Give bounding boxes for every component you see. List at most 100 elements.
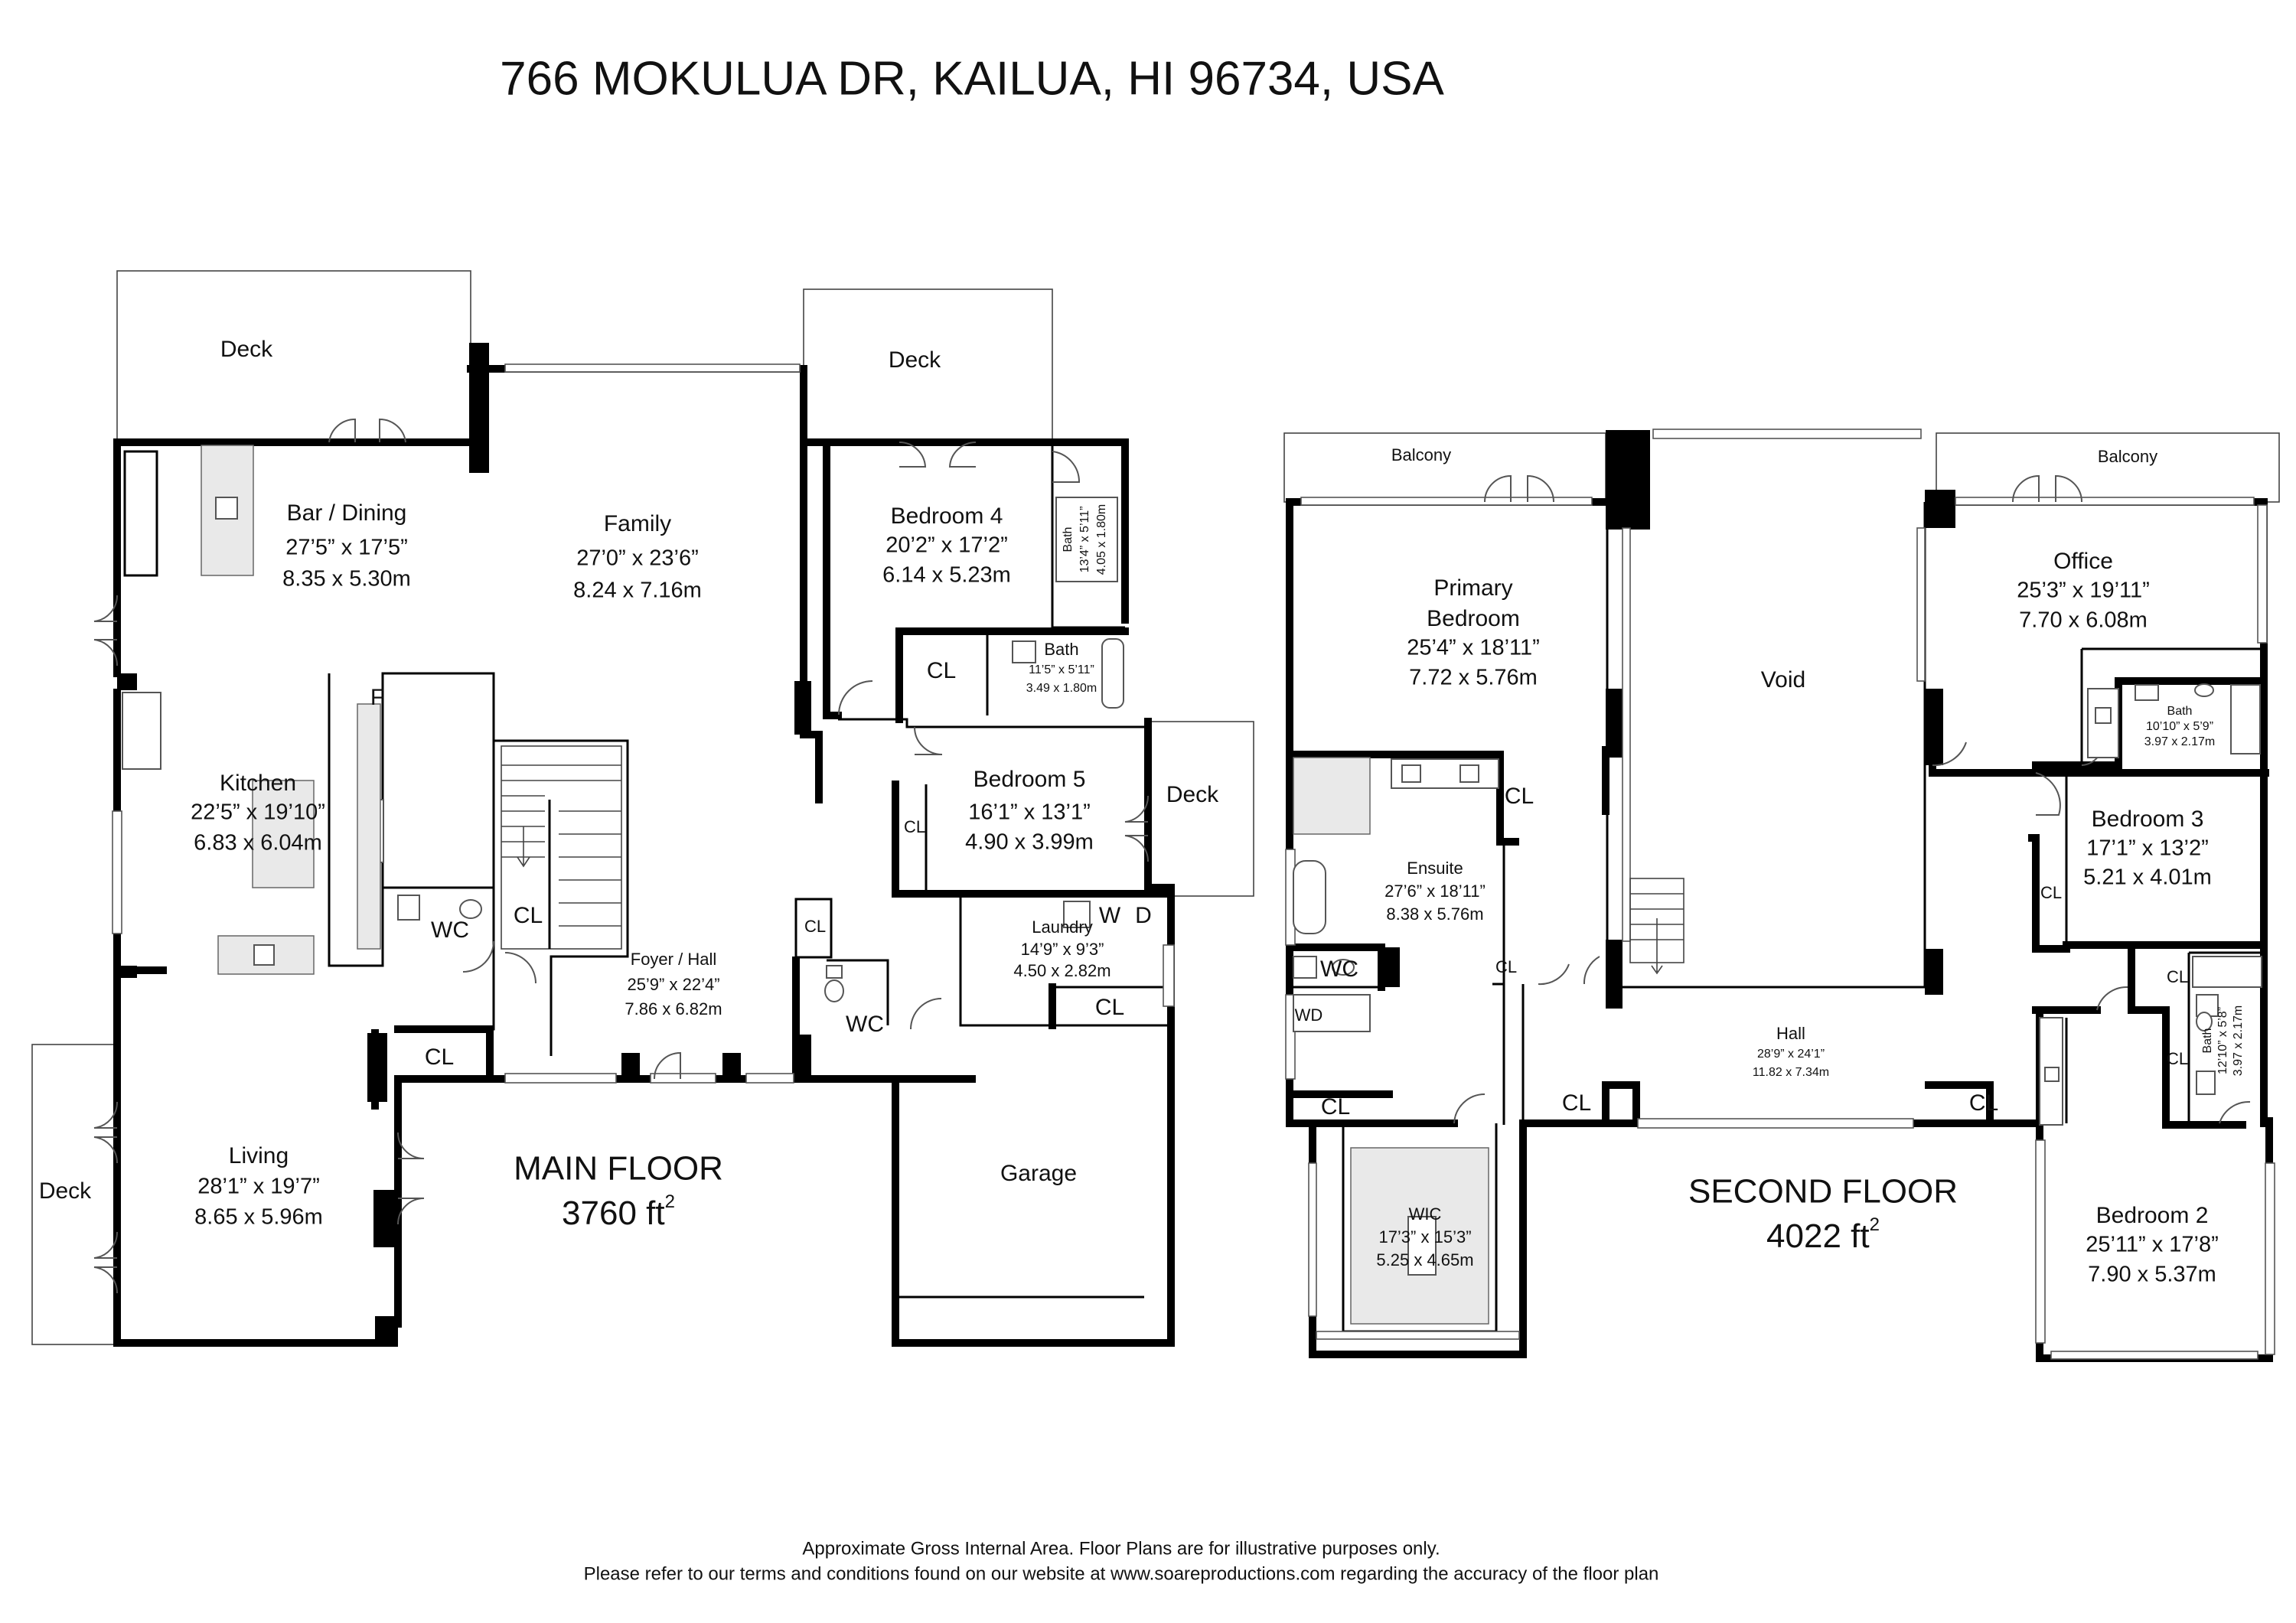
room-dim-imperial: 25’4” x 18’11” xyxy=(1407,636,1540,660)
bath-bedroom4-label: Bath 13’4” x 5’11” 4.05 x 1.80m xyxy=(1062,504,1108,575)
second-floor-area: 4022 ft2 xyxy=(1766,1214,1880,1254)
room-dim-metric: 7.70 x 6.08m xyxy=(2019,608,2148,633)
room-dim-metric: 8.35 x 5.30m xyxy=(282,567,411,592)
closet-label: CL xyxy=(1095,995,1124,1020)
room-dim-metric: 5.21 x 4.01m xyxy=(2083,865,2212,890)
room-dim-metric: 4.90 x 3.99m xyxy=(965,830,1094,855)
closet-label: CL xyxy=(1969,1090,1998,1116)
closet-label: CL xyxy=(2167,967,2188,986)
room-name-bedroom3: Bedroom 3 xyxy=(2092,807,2204,832)
svg-text:13’4” x 5’11”: 13’4” x 5’11” xyxy=(1078,507,1091,573)
main-floor-walls xyxy=(113,362,1175,1347)
disclaimer-line-1: Approximate Gross Internal Area. Floor P… xyxy=(802,1538,1440,1559)
room-dim-imperial: 27’6” x 18’11” xyxy=(1384,882,1486,901)
deck-label: Deck xyxy=(889,347,941,373)
room-name-laundry: Laundry xyxy=(1032,917,1093,937)
wc-label: WC xyxy=(1320,957,1358,982)
fridge-label: F xyxy=(370,685,384,710)
room-name-garage: Garage xyxy=(1000,1161,1077,1186)
washer-label: W xyxy=(1099,903,1121,928)
room-dim-metric: 7.90 x 5.37m xyxy=(2088,1263,2216,1287)
room-name-bedroom5: Bedroom 5 xyxy=(974,767,1086,792)
svg-text:Bath: Bath xyxy=(2201,1028,2214,1054)
balcony-outline-right xyxy=(1936,432,2280,503)
deck-label: Deck xyxy=(220,337,273,362)
room-dim-metric: 7.72 x 5.76m xyxy=(1409,666,1538,690)
closet-label: CL xyxy=(1505,784,1534,809)
property-address: 766 MOKULUA DR, KAILUA, HI 96734, USA xyxy=(500,52,1444,105)
room-dim-metric: 11.82 x 7.34m xyxy=(1753,1066,1829,1079)
room-dim-imperial: 28’1” x 19’7” xyxy=(197,1175,320,1199)
room-name-office: Office xyxy=(2053,549,2113,574)
room-name-foyer-hall: Foyer / Hall xyxy=(631,950,716,969)
disclaimer-line-2: Please refer to our terms and conditions… xyxy=(584,1563,1659,1584)
dryer-label: D xyxy=(1135,903,1152,928)
closet-label: CL xyxy=(514,903,543,928)
room-name-bedroom2: Bedroom 2 xyxy=(2096,1203,2209,1228)
room-dim-imperial: 25’9” x 22’4” xyxy=(627,975,719,994)
room-dim-metric: 5.25 x 4.65m xyxy=(1376,1250,1473,1269)
room-name-living: Living xyxy=(229,1143,289,1168)
room-name-bedroom4: Bedroom 4 xyxy=(891,504,1003,529)
room-name-bar-dining: Bar / Dining xyxy=(287,500,407,526)
closet-label: CL xyxy=(1321,1094,1350,1119)
washer-dryer-label: WD xyxy=(1295,1005,1323,1025)
room-dim-metric: 8.38 x 5.76m xyxy=(1386,904,1483,924)
room-dim-imperial: 17’3” x 15’3” xyxy=(1378,1227,1471,1247)
main-stairs xyxy=(501,745,622,950)
room-name-ensuite: Ensuite xyxy=(1407,859,1463,878)
room-name-kitchen: Kitchen xyxy=(220,771,296,796)
room-name-primary-bedroom: Primary xyxy=(1433,575,1512,601)
room-dim-imperial: 25’11” x 17’8” xyxy=(2086,1233,2219,1257)
room-dim-metric: 6.83 x 6.04m xyxy=(194,831,322,855)
room-name-void: Void xyxy=(1761,667,1805,693)
deck-outline-bed5 xyxy=(1147,721,1254,897)
room-name-wic: WIC xyxy=(1409,1204,1442,1224)
room-dim-metric: 6.14 x 5.23m xyxy=(882,563,1011,588)
second-floor-stairs xyxy=(1629,878,1684,975)
closet-label: CL xyxy=(425,1045,454,1070)
second-floor-plan: Balcony Balcony Primary Bedroom 25’4” x … xyxy=(1283,429,2280,1362)
deck-label: Deck xyxy=(39,1178,92,1204)
kitchen-island xyxy=(252,780,315,888)
closet-label: CL xyxy=(2167,1049,2188,1068)
room-dim-imperial: 20’2” x 17’2” xyxy=(885,533,1008,558)
closet-label: CL xyxy=(927,658,956,683)
closet-label: CL xyxy=(904,817,925,836)
room-dim-imperial: 14’9” x 9’3” xyxy=(1021,940,1104,959)
room-dim-imperial: 27’0” x 23’6” xyxy=(576,546,699,571)
deck-label: Deck xyxy=(1166,782,1219,807)
room-dim-metric: 3.49 x 1.80m xyxy=(1026,682,1097,695)
room-dim-imperial: 17’1” x 13’2” xyxy=(2086,836,2209,861)
room-name-bath: Bath xyxy=(2167,705,2193,718)
balcony-label: Balcony xyxy=(2098,447,2157,466)
svg-text:4.05 x 1.80m: 4.05 x 1.80m xyxy=(1095,504,1108,575)
room-dim-imperial: 16’1” x 13’1” xyxy=(968,800,1091,825)
second-floor-title: SECOND FLOOR xyxy=(1688,1173,1958,1211)
wc-label: WC xyxy=(846,1012,884,1037)
balcony-label: Balcony xyxy=(1391,445,1451,464)
balcony-outline-left xyxy=(1283,432,1606,503)
room-dim-imperial: 22’5” x 19’10” xyxy=(191,800,325,825)
room-dim-metric: 4.50 x 2.82m xyxy=(1013,961,1110,980)
room-name-primary-bedroom: Bedroom xyxy=(1427,606,1520,631)
closet-label: CL xyxy=(1562,1090,1591,1116)
bath-bed2-label: Bath 12’10” x 5’8” 3.97 x 2.17m xyxy=(2201,1005,2245,1077)
room-dim-imperial: 25’3” x 19’11” xyxy=(2017,578,2150,603)
room-dim-metric: 7.86 x 6.82m xyxy=(625,999,722,1018)
svg-text:3.97 x 2.17m: 3.97 x 2.17m xyxy=(2232,1005,2245,1077)
room-name-family: Family xyxy=(604,511,671,536)
main-floor-plan: Deck Deck Deck Deck Bar / Dining 27’5” x… xyxy=(31,270,1254,1347)
room-dim-imperial: 11’5” x 5’11” xyxy=(1029,663,1094,676)
svg-text:Bath: Bath xyxy=(1062,527,1075,552)
main-floor-title: MAIN FLOOR xyxy=(514,1150,723,1188)
closet-label: CL xyxy=(1495,957,1517,976)
wc-label: WC xyxy=(431,917,469,943)
main-floor-area: 3760 ft2 xyxy=(562,1191,675,1231)
room-dim-imperial: 27’5” x 17’5” xyxy=(285,536,408,560)
room-name-bath: Bath xyxy=(1044,640,1078,659)
room-dim-metric: 3.97 x 2.17m xyxy=(2144,735,2216,748)
svg-text:12’10” x 5’8”: 12’10” x 5’8” xyxy=(2216,1007,2229,1074)
deck-outline-nw xyxy=(116,270,471,443)
